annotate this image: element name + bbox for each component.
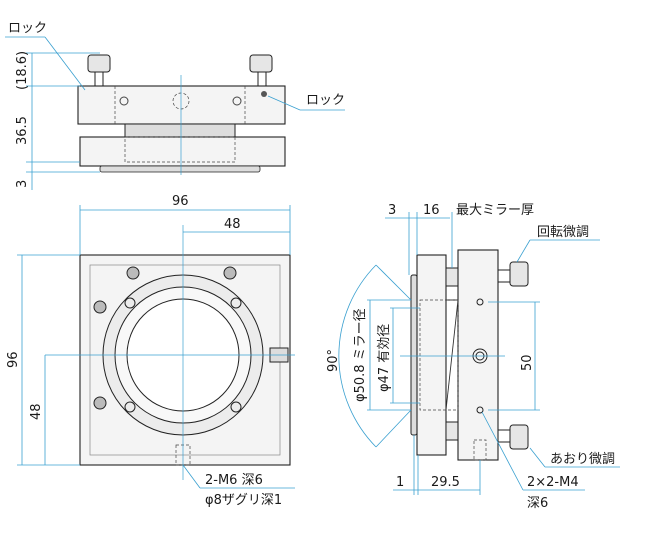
max-mirror-thickness-label: 最大ミラー厚 (456, 203, 534, 218)
angle-90: 90° (326, 349, 341, 372)
lock-screw-right (261, 91, 267, 97)
tilt-fine-adjust-label: あおり微調 (550, 452, 615, 467)
dim-base: 3 (15, 180, 30, 188)
dim-3: 3 (388, 203, 396, 218)
dim-height: 96 (6, 351, 21, 368)
dim-half-width: 48 (224, 217, 241, 232)
mirror (410, 274, 418, 436)
dim-half-height: 48 (29, 403, 44, 420)
counterbore-spec: φ8ザグリ深1 (205, 493, 282, 508)
tap-spec: 2×2-M4 (527, 475, 579, 490)
front-view: 96 48 96 48 2-M6 深6 φ8ザグリ深1 (6, 194, 295, 508)
side-view: 3 16 最大ミラー厚 回転微調 あおり微調 50 2×2-M4 深6 1 29… (326, 203, 620, 511)
mirror-diameter-label: φ50.8 ミラー径 (353, 308, 368, 402)
knob-right (249, 54, 273, 73)
base-plate (79, 136, 286, 167)
lock-label-right: ロック (306, 93, 345, 108)
dim-16: 16 (423, 203, 440, 218)
tilt-knob (509, 424, 529, 450)
top-plate (77, 85, 286, 125)
dim-29-5: 29.5 (431, 475, 460, 490)
dim-knob-height: (18.6) (15, 51, 30, 90)
top-view: ロック ロック (18.6) 36.5 3 (5, 21, 345, 190)
spring (124, 123, 236, 138)
dim-width: 96 (172, 194, 189, 209)
tap-depth: 深6 (527, 496, 548, 511)
rotation-knob (509, 261, 529, 287)
rotation-fine-adjust-label: 回転微調 (537, 225, 589, 240)
dim-50: 50 (520, 354, 535, 371)
dim-1: 1 (396, 475, 404, 490)
effective-diameter-label: φ47 有効径 (377, 324, 392, 392)
knob-left (87, 54, 111, 73)
dim-body-height: 36.5 (15, 116, 30, 145)
hole-spec: 2-M6 深6 (205, 473, 263, 488)
lock-label-left: ロック (8, 21, 47, 36)
mirror-holder (416, 254, 447, 456)
side-body (457, 249, 499, 461)
